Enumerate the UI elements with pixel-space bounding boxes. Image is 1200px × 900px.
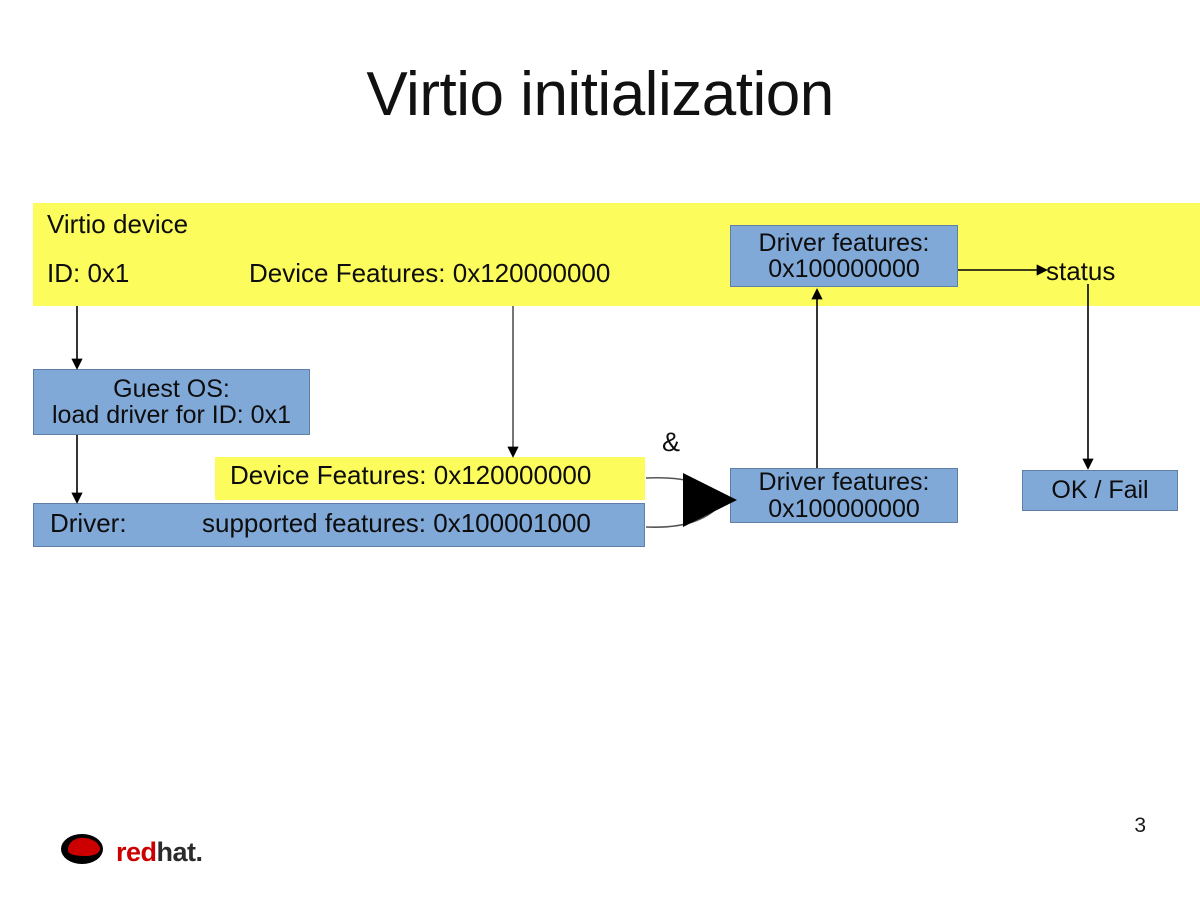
driver-features-bottom-line2: 0x100000000 xyxy=(768,494,920,523)
driver-row-supported-features: supported features: 0x100001000 xyxy=(202,508,591,538)
device-features-label: Device Features: 0x120000000 xyxy=(249,258,611,288)
driver-row-box: Driver: supported features: 0x100001000 xyxy=(33,503,645,547)
redhat-wordmark-red: red xyxy=(116,837,157,867)
curve-device-features-to-and xyxy=(645,476,723,501)
redhat-wordmark: redhat. xyxy=(116,837,203,868)
driver-row-label: Driver: xyxy=(50,508,127,538)
redhat-wordmark-dot: . xyxy=(195,837,204,867)
driver-features-bottom-box: Driver features: 0x100000000 xyxy=(730,468,958,523)
page-number: 3 xyxy=(1134,814,1146,837)
driver-features-top-line2: 0x100000000 xyxy=(768,255,920,283)
driver-features-top-box: Driver features: 0x100000000 xyxy=(730,225,958,287)
ok-fail-box: OK / Fail xyxy=(1022,470,1178,511)
device-id-label: ID: 0x1 xyxy=(47,258,130,288)
guest-os-box: Guest OS: load driver for ID: 0x1 xyxy=(33,369,310,435)
guest-os-line2: load driver for ID: 0x1 xyxy=(52,401,291,429)
page-title: Virtio initialization xyxy=(366,60,834,129)
driver-features-top-line1: Driver features: xyxy=(758,228,930,257)
redhat-wordmark-hat: hat xyxy=(156,837,197,867)
driver-features-bottom-line1: Driver features: xyxy=(758,468,930,496)
curve-driver-features-to-and xyxy=(645,501,723,528)
device-features-overlay-box: Device Features: 0x120000000 xyxy=(215,457,645,500)
device-features-overlay-text: Device Features: 0x120000000 xyxy=(230,460,592,490)
virtio-device-label: Virtio device xyxy=(47,209,189,239)
status-label: status xyxy=(1046,256,1116,286)
ampersand-operator-label: & xyxy=(662,427,681,457)
ok-fail-label: OK / Fail xyxy=(1051,476,1149,505)
guest-os-line1: Guest OS: xyxy=(113,374,230,403)
shadowman-icon xyxy=(61,834,103,864)
virtio-device-band: Virtio device ID: 0x1 Device Features: 0… xyxy=(33,203,1200,306)
redhat-shadowman-logo xyxy=(61,834,103,864)
